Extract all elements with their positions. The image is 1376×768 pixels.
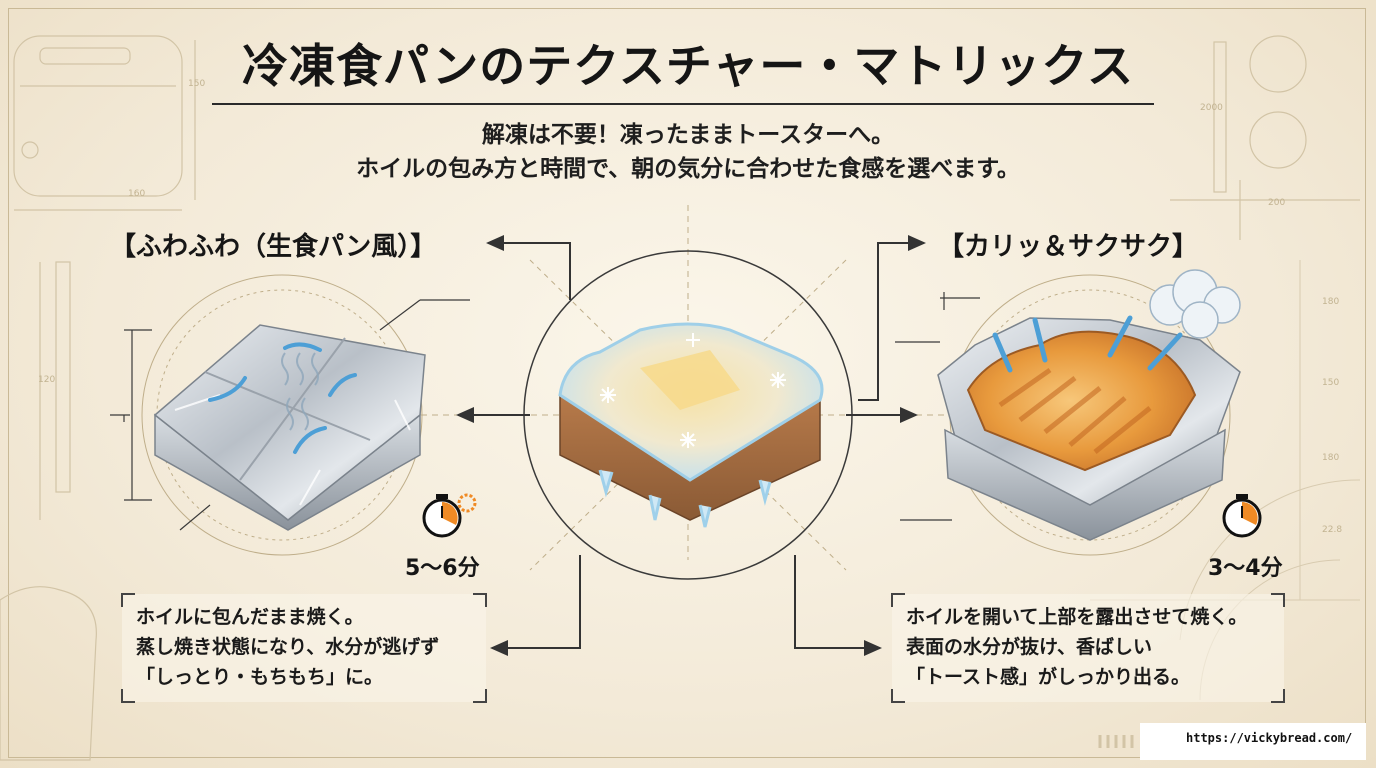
right-desc-line-3: 「トースト感」がしっかり出る。 — [906, 666, 1191, 688]
left-description: ホイルに包んだまま焼く。 蒸し焼き状態になり、水分が逃げず 「しっとり・もちもち… — [121, 593, 487, 703]
left-desc-line-3: 「しっとり・もちもち」に。 — [136, 666, 384, 688]
foil-wrapped-bread-illustration — [153, 324, 426, 531]
left-heading: 【ふわふわ（生食パン風）】 — [110, 232, 437, 262]
right-time: 3〜4分 — [1208, 556, 1283, 581]
title-underline — [212, 103, 1154, 105]
right-heading: 【カリッ＆サクサク】 — [938, 232, 1199, 262]
toast-in-foil-illustration — [937, 269, 1241, 541]
ruler-decoration — [1098, 735, 1134, 748]
page-title: 冷凍食パンのテクスチャー・マトリックス — [241, 39, 1135, 93]
blueprint-label-1: 150 — [188, 79, 205, 89]
bread-sketch — [0, 261, 97, 761]
blueprint-label-8: 22.8 — [1322, 525, 1342, 535]
blueprint-label-3: 120 — [38, 375, 55, 385]
blueprint-label-9: 180 — [1322, 297, 1339, 307]
blueprint-label-4: 2000 — [1200, 103, 1223, 113]
subtitle: 解凍は不要！凍ったままトースターへ。 ホイルの包み方と時間で、朝の気分に合わせた… — [250, 118, 1126, 186]
footer-url-link[interactable]: https://vickybread.com/ — [1186, 731, 1353, 745]
timer-icon-right — [1222, 494, 1262, 538]
blueprint-label-6: 150 — [1322, 378, 1339, 388]
frozen-bread-illustration — [558, 322, 824, 528]
blueprint-label-7: 180 — [1322, 453, 1339, 463]
timer-icon-left — [422, 493, 477, 538]
gauge-sketch — [1170, 35, 1360, 240]
left-desc-line-1: ホイルに包んだまま焼く。 — [136, 606, 364, 628]
toaster-sketch — [13, 35, 196, 211]
right-desc-line-2: 表面の水分が抜け、香ばしい — [906, 636, 1153, 658]
right-description: ホイルを開いて上部を露出させて焼く。 表面の水分が抜け、香ばしい 「トースト感」… — [891, 593, 1285, 703]
blueprint-frame — [8, 8, 1366, 758]
subtitle-line-2: ホイルの包み方と時間で、朝の気分に合わせた食感を選べます。 — [356, 156, 1020, 182]
left-time: 5〜6分 — [405, 556, 480, 581]
left-desc-line-2: 蒸し焼き状態になり、水分が逃げず — [136, 636, 440, 658]
blueprint-label-5: 200 — [1268, 198, 1285, 208]
subtitle-line-1: 解凍は不要！凍ったままトースターへ。 — [481, 122, 895, 148]
blueprint-label-2: 160 — [128, 189, 145, 199]
right-desc-line-1: ホイルを開いて上部を露出させて焼く。 — [906, 606, 1248, 628]
footer-bar — [1140, 723, 1366, 760]
